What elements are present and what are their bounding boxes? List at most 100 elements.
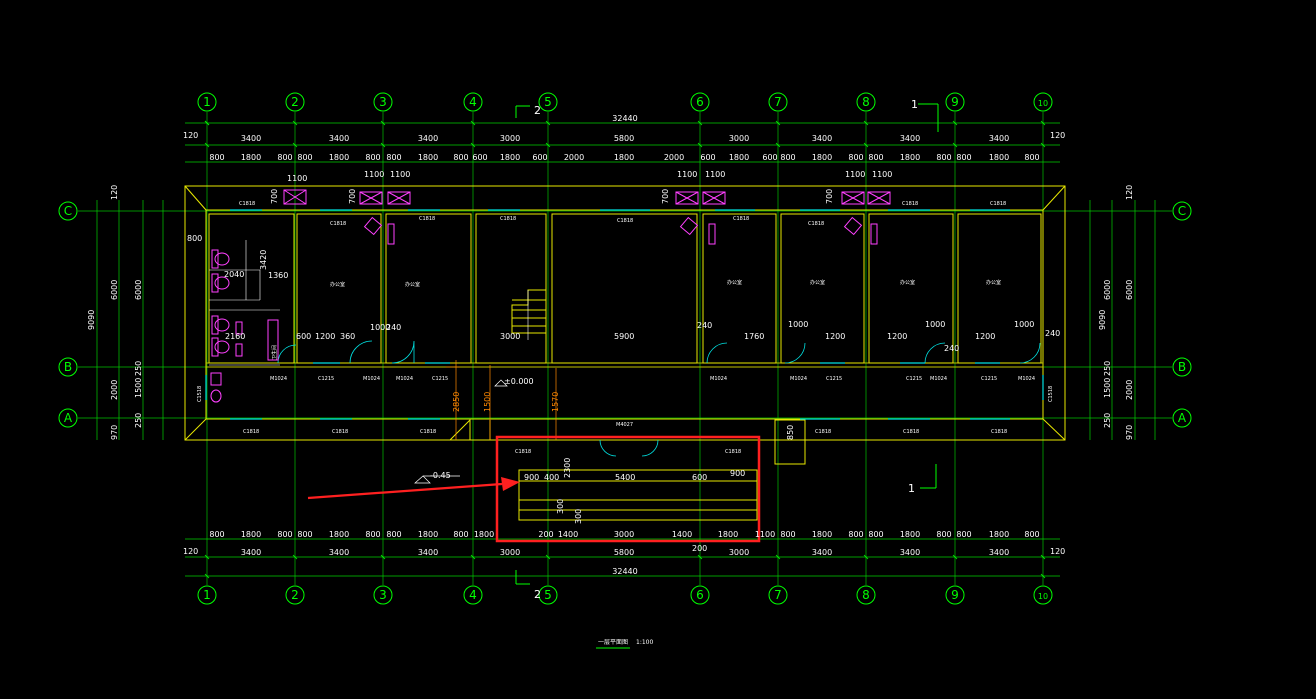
overall-dimension: 32440: [612, 567, 637, 576]
window-label: C1215: [826, 376, 842, 382]
side-dimension: 2000: [110, 380, 119, 400]
axis-label: 6: [696, 95, 704, 109]
window-label: C1818: [903, 429, 919, 435]
dimension-lines: [96, 122, 1156, 577]
window-label: C1818: [419, 216, 435, 222]
door-label: M1024: [270, 376, 287, 382]
window-dimension: 800: [868, 530, 883, 539]
interior-dimension: 2160: [225, 332, 245, 341]
window-dimension: 1800: [989, 530, 1009, 539]
window-dimension: 800: [453, 153, 468, 162]
door-label: M1024: [790, 376, 807, 382]
room-label: 卫生间: [271, 345, 278, 360]
window-label: C1818: [902, 201, 918, 207]
side-dimension: 250: [134, 361, 143, 376]
interior-dimension: 1200: [975, 332, 995, 341]
interior-dimension: 1100: [677, 170, 697, 179]
axis-label: 7: [774, 95, 782, 109]
window-label: C1818: [243, 429, 259, 435]
window-dimension: 1800: [812, 153, 832, 162]
axis-label: 8: [862, 588, 870, 602]
bay-dimension: 3000: [729, 134, 749, 143]
interior-dimension: 600: [296, 332, 311, 341]
interior-dimension: 700: [348, 189, 357, 204]
window-dimension: 800: [209, 530, 224, 539]
edge-dimension: 120: [1050, 131, 1065, 140]
interior-dimension: 3420: [259, 250, 268, 270]
window-dimension: 1800: [729, 153, 749, 162]
window-label: C1818: [239, 201, 255, 207]
window-dimension: 800: [1024, 153, 1039, 162]
bay-dimension: 3400: [989, 134, 1009, 143]
side-dimension: 1500: [1103, 378, 1112, 398]
section-marks: [515, 103, 939, 585]
axis-label: A: [1178, 411, 1187, 425]
interior-dimension: 1100: [705, 170, 725, 179]
interior-dimension: 1100: [390, 170, 410, 179]
window-dimension: 800: [297, 530, 312, 539]
window-label: C1818: [991, 429, 1007, 435]
porch-dimension: 400: [544, 473, 559, 482]
window-dimension: 1800: [474, 530, 494, 539]
door-label: M1024: [710, 376, 727, 382]
side-dimension: 250: [1103, 361, 1112, 376]
annotation-arrow-head: [501, 477, 520, 491]
window-dimension: 1800: [718, 530, 738, 539]
window-label: C1818: [420, 429, 436, 435]
axis-label: 10: [1038, 99, 1048, 108]
window-dimension: 800: [297, 153, 312, 162]
window-dimension: 600: [472, 153, 487, 162]
window-label: C1518: [1048, 386, 1054, 402]
window-dimension: 800: [848, 530, 863, 539]
window-label: C1215: [981, 376, 997, 382]
window-label: C1818: [330, 221, 346, 227]
side-dimension: 120: [1125, 185, 1134, 200]
bay-dimension: 3400: [989, 548, 1009, 557]
window-dimension: 800: [277, 530, 292, 539]
window-dimension: 600: [532, 153, 547, 162]
axis-label: 9: [951, 588, 959, 602]
side-dimension: 6000: [134, 280, 143, 300]
axis-label: 1: [203, 588, 211, 602]
axis-label: 3: [379, 95, 387, 109]
bay-dimension: 3400: [418, 134, 438, 143]
porch-dimension: 5400: [615, 473, 635, 482]
room-label: 办公室: [986, 279, 1001, 286]
level-outdoor: -0.45: [430, 471, 451, 480]
porch-dimension: 200: [692, 544, 707, 553]
axis-label: 8: [862, 95, 870, 109]
window-dimension: 1800: [500, 153, 520, 162]
doors: [277, 340, 1041, 457]
side-dimension: 970: [1125, 425, 1134, 440]
window-dimension: 800: [453, 530, 468, 539]
interior-dimension: 1000: [788, 320, 808, 329]
room-label: 办公室: [330, 281, 345, 288]
axis-bubbles-top: [197, 92, 1053, 112]
window-dimension: 800: [365, 153, 380, 162]
interior-dimension: 1200: [887, 332, 907, 341]
side-dimension: 250: [134, 413, 143, 428]
room-label: 办公室: [405, 281, 420, 288]
axis-bubbles-sides: [58, 201, 1192, 428]
section-number: 1: [911, 98, 918, 111]
window-label: C1818: [500, 216, 516, 222]
window-dimension: 1800: [329, 153, 349, 162]
side-dimension: 6000: [1103, 280, 1112, 300]
room-label: 办公室: [810, 279, 825, 286]
axis-label: B: [64, 360, 72, 374]
bay-dimension: 5800: [614, 548, 634, 557]
interior-dimension: 1200: [825, 332, 845, 341]
interior-dimension: 800: [187, 234, 202, 243]
interior-dimension: 700: [825, 189, 834, 204]
window-dimension: 800: [780, 530, 795, 539]
window-label: C1215: [906, 376, 922, 382]
window-dimension: 800: [936, 530, 951, 539]
door-label: M1024: [930, 376, 947, 382]
window-dimension: 3000: [614, 530, 634, 539]
window-dimension: 800: [868, 153, 883, 162]
interior-dimension: 1200: [315, 332, 335, 341]
window-dimension: 800: [956, 530, 971, 539]
interior-dimension: 1100: [364, 170, 384, 179]
side-dimension: 1500: [134, 378, 143, 398]
side-dimension: 9090: [87, 310, 96, 330]
